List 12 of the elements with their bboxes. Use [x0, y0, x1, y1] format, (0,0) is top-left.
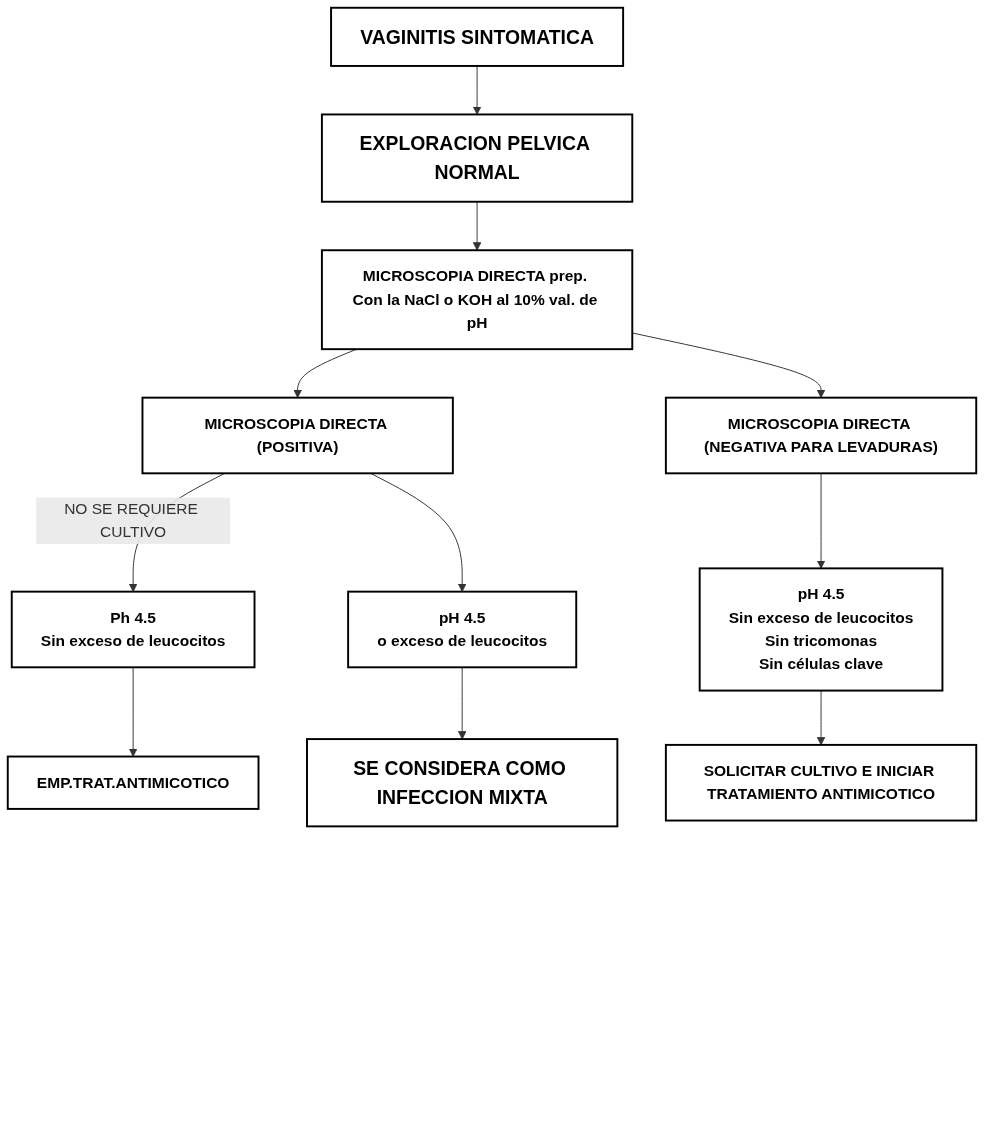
edge-label: NO SE REQUIERE CULTIVO [64, 500, 198, 541]
node-box: EMP.TRAT.ANTIMICOTICO [6, 755, 260, 810]
node-box: VAGINITIS SINTOMATICA [330, 6, 625, 67]
node-box: SOLICITAR CULTIVO E INICIAR TRATAMIENTO ANTIMICOTICO [664, 743, 978, 822]
node-box: Ph 4.5 Sin exceso de leucocitos [10, 590, 256, 669]
node-box: MICROSCOPIA DIRECTA (POSITIVA) [141, 396, 454, 475]
node-box: MICROSCOPIA DIRECTA (NEGATIVA PARA LEVADURAS) [664, 396, 978, 475]
node-box: MICROSCOPIA DIRECTA prep. Con la NaCl o KOH al 10% val. de pH [320, 249, 634, 351]
node-box: pH 4.5 o exceso de leucocitos [347, 590, 578, 669]
node-box: pH 4.5 Sin exceso de leucocitos Sin tricomonas Sin células clave [698, 567, 944, 692]
node-box: SE CONSIDERA COMO INFECCION MIXTA [306, 738, 619, 828]
node-box: EXPLORACION PELVICA NORMAL [320, 113, 634, 203]
